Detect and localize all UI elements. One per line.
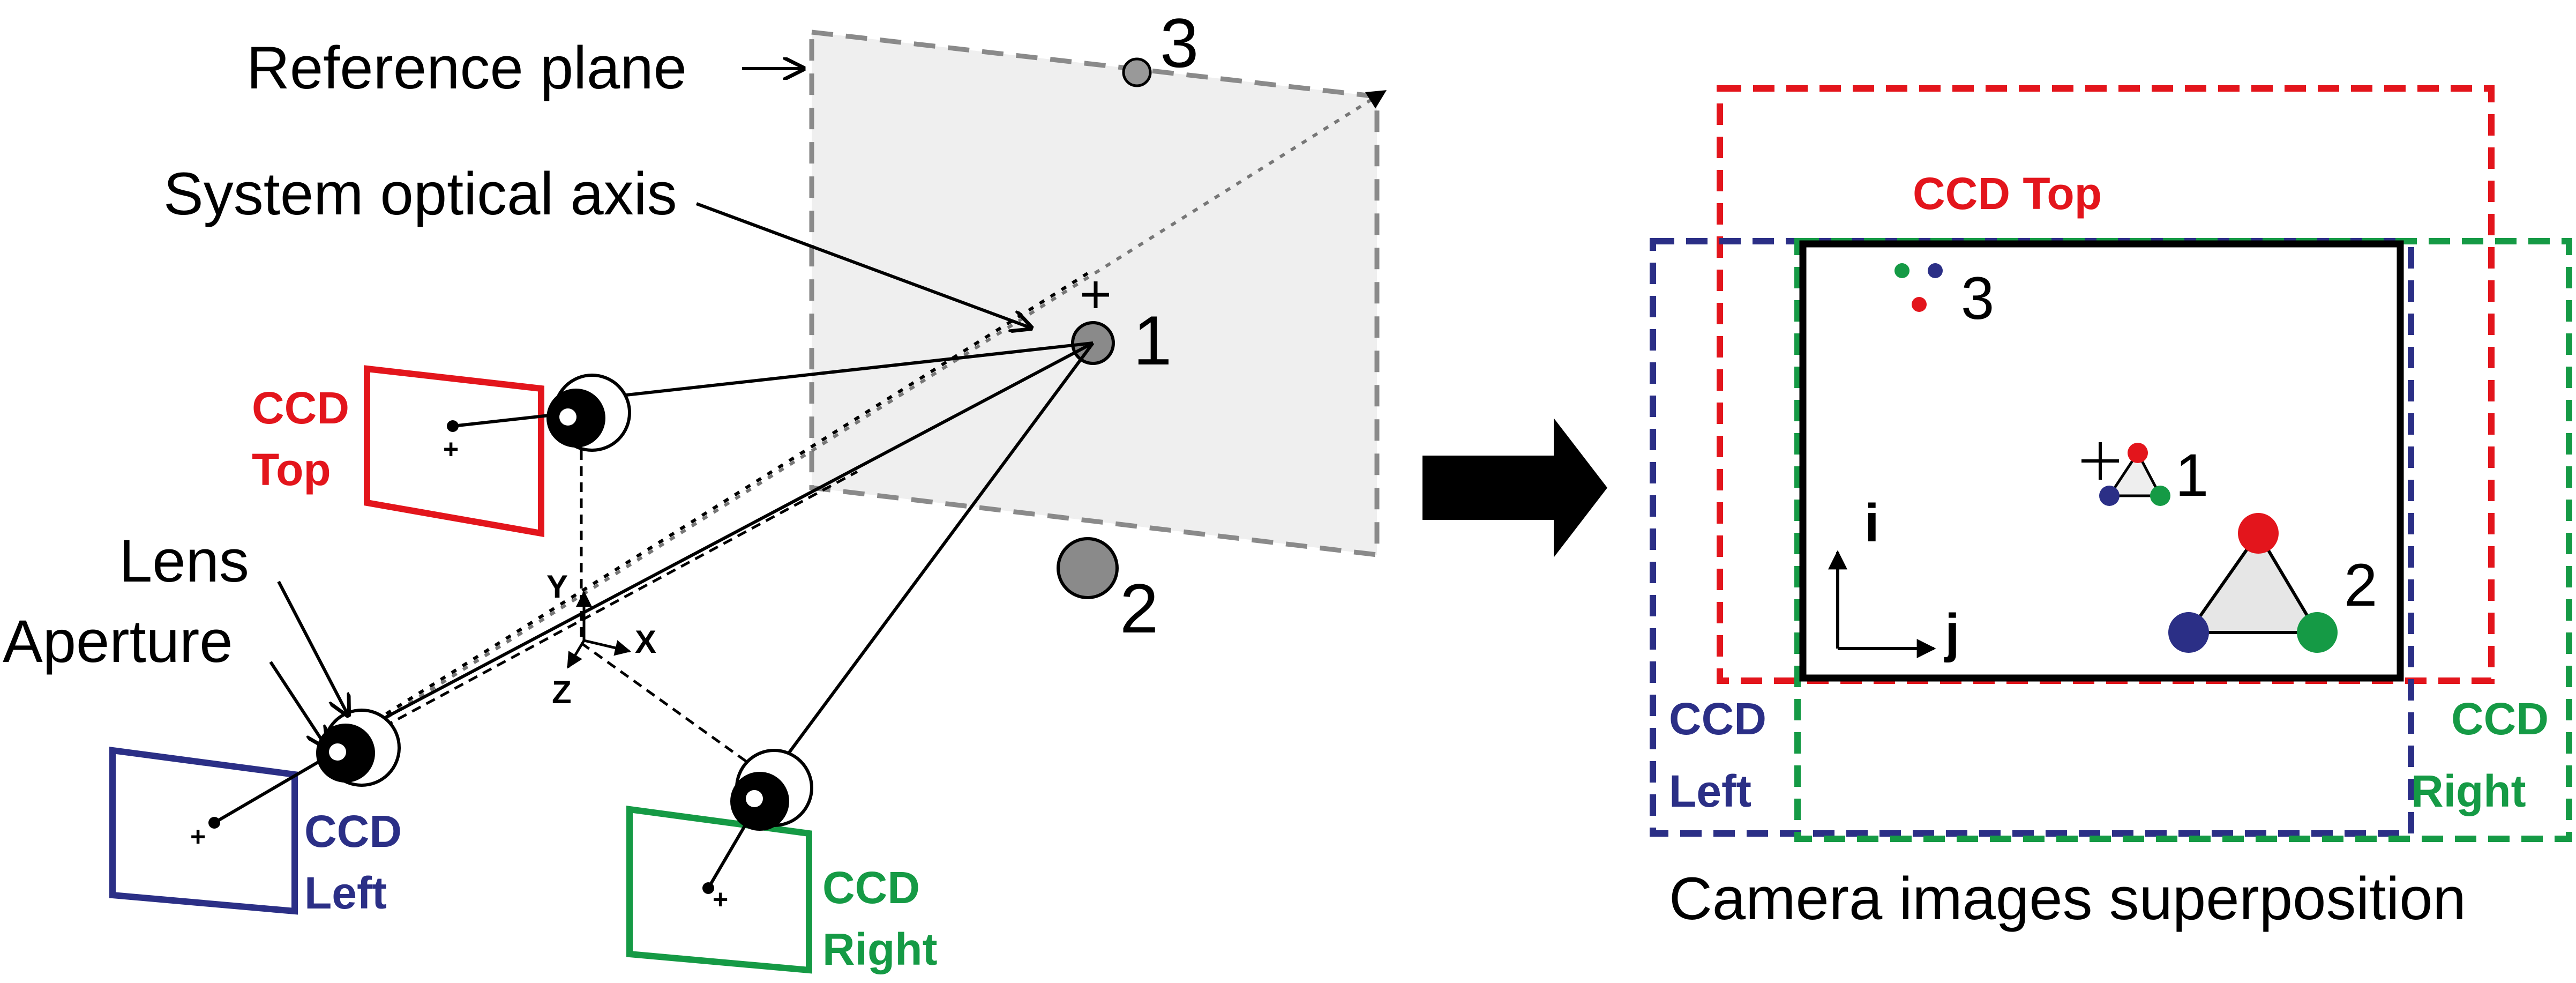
- ccd-top-center-cross: +: [443, 434, 459, 464]
- ccd-left-label-line1: CCD: [304, 806, 402, 857]
- superposition-point-2-label: 2: [2344, 552, 2377, 619]
- lens-label: Lens: [119, 527, 249, 594]
- superposition-caption: Camera images superposition: [1669, 865, 2466, 932]
- system-optical-axis-line: [320, 90, 1387, 760]
- superposition-ccd-left-label-line2: Left: [1669, 766, 1751, 816]
- aperture-arrow: [269, 661, 327, 748]
- ray-right: [767, 342, 1095, 781]
- superposition-point-2-triangle: [2168, 513, 2338, 653]
- ray-top: [573, 341, 1094, 403]
- superposition-point-1-label: 1: [2175, 442, 2208, 509]
- superposition-point-1-triangle: [2099, 443, 2170, 506]
- ccd-left-sensor: [109, 747, 298, 915]
- ccd-top-label-line2: Top: [252, 444, 331, 495]
- point-3-label: 3: [1160, 4, 1199, 82]
- superposition-point-1-cross: [2081, 442, 2119, 480]
- ccd-right-label-line2: Right: [822, 924, 938, 974]
- system-optical-axis-label: System optical axis: [163, 160, 677, 227]
- dashed-left-to-top: [369, 470, 858, 736]
- reference-plane-label: Reference plane: [246, 34, 687, 101]
- superposition-ccd-left-label-line1: CCD: [1669, 694, 1766, 744]
- big-right-arrow: [1422, 418, 1607, 557]
- image-axis-i-label: i: [1864, 493, 1879, 553]
- ccd-right-label-line1: CCD: [822, 862, 920, 913]
- ccd-top-sensor: [364, 365, 544, 538]
- aperture-label: Aperture: [3, 608, 233, 675]
- ccd-left-lens-icon: [316, 709, 401, 787]
- dashed-origin-to-right: [580, 642, 762, 773]
- axis-y-label: Y: [546, 569, 568, 605]
- point-3-marker: [1122, 57, 1152, 87]
- ray-left: [353, 341, 1094, 736]
- optical-axis-plane-cross: [1082, 281, 1109, 308]
- lens-arrow: [277, 580, 348, 716]
- superposition-point-3-dots: [1894, 263, 1943, 312]
- superposition-ccd-right-label-line2: Right: [2411, 766, 2526, 816]
- point-1-label: 1: [1133, 301, 1172, 379]
- point-2-marker: [1057, 537, 1119, 599]
- coordinate-axes: [566, 591, 631, 669]
- axis-x-label: X: [635, 624, 656, 660]
- superposition-point-3-label: 3: [1961, 265, 1994, 332]
- ccd-left-center-cross: +: [190, 822, 206, 852]
- ccd-right-lens-icon: [730, 749, 813, 831]
- image-axes: [1828, 550, 1936, 658]
- ccd-left-label-line2: Left: [304, 868, 387, 918]
- ccd-top-lens-icon: [546, 374, 631, 452]
- superposition-ccd-right-label-line1: CCD: [2451, 694, 2549, 744]
- ccd-right-center-cross: +: [713, 884, 728, 914]
- ccd-top-label-line1: CCD: [252, 383, 349, 433]
- system-optical-axis-arrow: [695, 202, 1031, 328]
- superposition-ccd-top-label: CCD Top: [1913, 168, 2102, 219]
- point-2-label: 2: [1120, 569, 1158, 647]
- axis-z-label: Z: [552, 674, 572, 710]
- optical-axis-dark-segment: [353, 272, 1089, 736]
- image-axis-j-label: j: [1944, 603, 1960, 663]
- superposition-ccd-top-frame: [1717, 85, 2495, 684]
